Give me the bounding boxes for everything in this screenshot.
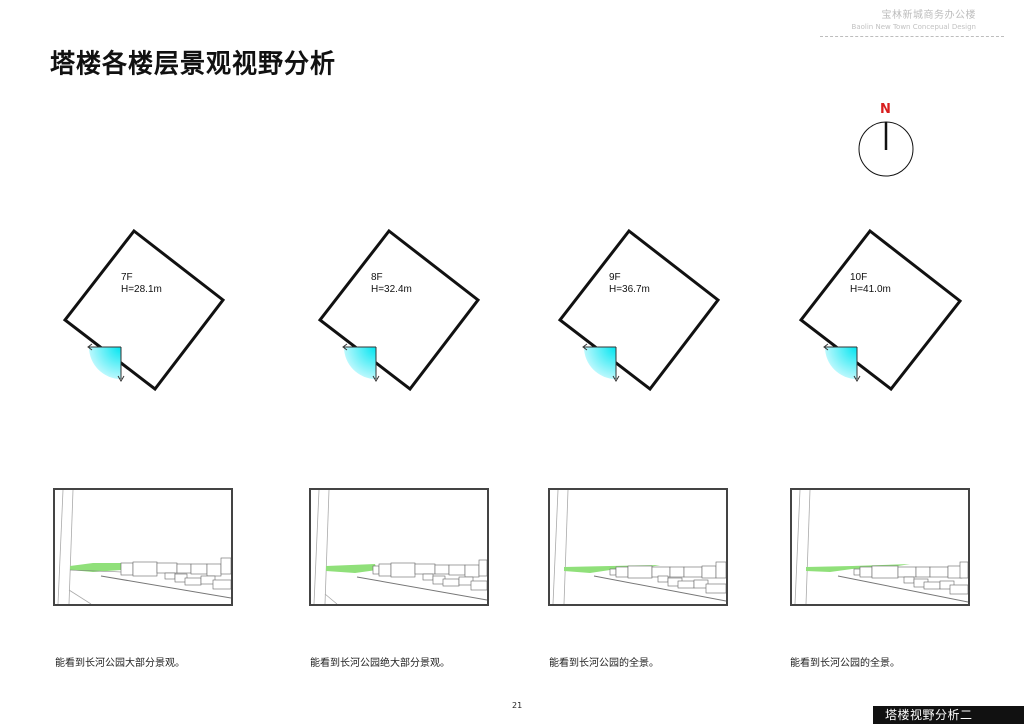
floor-plan-7f: 7F H=28.1m — [55, 225, 235, 395]
tower-footprint-icon — [798, 228, 963, 392]
view-rendering-9f — [548, 488, 728, 606]
floor-height: H=41.0m — [850, 284, 891, 295]
floor-height: H=28.1m — [121, 284, 162, 295]
caption-7f: 能看到长河公园大部分景观。 — [55, 658, 185, 669]
caption-10f: 能看到长河公园的全景。 — [790, 658, 900, 669]
header-divider — [820, 36, 1004, 37]
floor-label: 8F — [371, 272, 383, 283]
floor-plan-10f: 10F H=41.0m — [790, 225, 970, 395]
section-label: 塔楼视野分析二 — [873, 706, 1024, 724]
floor-label: 9F — [609, 272, 621, 283]
park-view-icon — [794, 490, 968, 604]
caption-8f: 能看到长河公园绝大部分景观。 — [310, 658, 450, 669]
floor-plan-9f: 9F H=36.7m — [550, 225, 730, 395]
park-view-icon — [552, 490, 726, 604]
view-rendering-8f — [309, 488, 489, 606]
north-compass: N — [855, 100, 919, 180]
floor-plan-8f: 8F H=32.4m — [310, 225, 490, 395]
floor-height: H=32.4m — [371, 284, 412, 295]
tower-footprint-icon — [62, 228, 226, 392]
park-view-icon — [57, 490, 231, 604]
north-label: N — [880, 102, 891, 117]
header-brand: 宝林新城商务办公楼 Baolin New Town Concepual Desi… — [852, 10, 998, 32]
caption-9f: 能看到长河公园的全景。 — [549, 658, 659, 669]
view-rendering-7f — [53, 488, 233, 606]
compass-icon — [858, 121, 914, 177]
park-view-icon — [313, 490, 487, 604]
page-number: 21 — [512, 701, 523, 710]
view-rendering-10f — [790, 488, 970, 606]
page-title: 塔楼各楼层景观视野分析 — [50, 48, 337, 79]
brand-name-cn: 宝林新城商务办公楼 — [881, 10, 976, 21]
brand-name-en: Baolin New Town Concepual Design — [851, 23, 976, 31]
floor-label: 10F — [850, 272, 868, 283]
floor-height: H=36.7m — [609, 284, 650, 295]
tower-footprint-icon — [317, 228, 481, 392]
tower-footprint-icon — [557, 228, 721, 392]
floor-label: 7F — [121, 272, 133, 283]
